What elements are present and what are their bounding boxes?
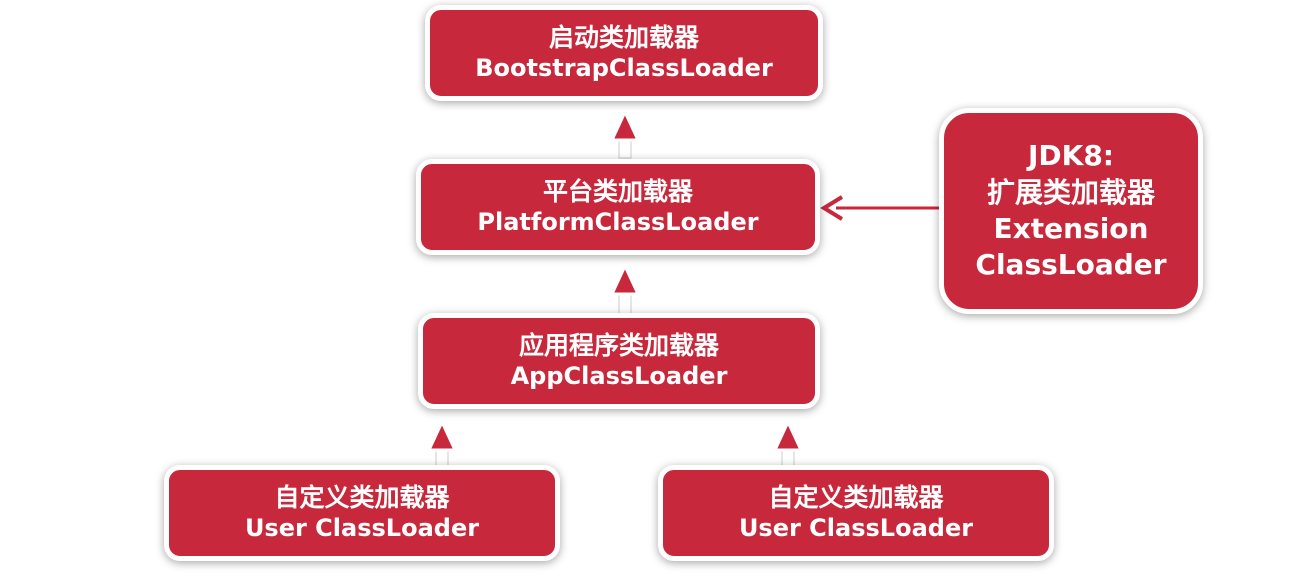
extension-jdk8-label: JDK8: [1027,139,1115,173]
app-en-label: AppClassLoader [510,361,728,390]
user-left-en-label: User ClassLoader [244,513,480,542]
user-classloader-left-box: 自定义类加载器 User ClassLoader [164,465,560,561]
arrow-extension-to-platform [820,195,940,221]
user-classloader-right-box: 自定义类加载器 User ClassLoader [658,465,1054,561]
app-classloader-box: 应用程序类加载器 AppClassLoader [418,313,820,409]
bootstrap-en-label: BootstrapClassLoader [475,53,773,82]
arrow-app-to-platform [609,262,641,315]
arrow-userleft-to-app [426,418,458,469]
bootstrap-cn-label: 启动类加载器 [548,23,699,53]
arrow-platform-to-bootstrap [609,108,641,159]
arrow-userright-to-app [772,418,804,469]
extension-cn-label: 扩展类加载器 [986,175,1155,209]
user-right-cn-label: 自定义类加载器 [768,483,944,513]
platform-classloader-box: 平台类加载器 PlatformClassLoader [416,159,820,255]
platform-cn-label: 平台类加载器 [542,177,693,207]
user-left-cn-label: 自定义类加载器 [274,483,450,513]
extension-classloader-box: JDK8: 扩展类加载器 Extension ClassLoader [939,108,1203,314]
extension-en-label-2: ClassLoader [975,248,1167,282]
user-right-en-label: User ClassLoader [738,513,974,542]
platform-en-label: PlatformClassLoader [477,207,759,236]
extension-en-label-1: Extension [993,212,1149,245]
app-cn-label: 应用程序类加载器 [518,331,719,361]
bootstrap-classloader-box: 启动类加载器 BootstrapClassLoader [425,5,823,101]
